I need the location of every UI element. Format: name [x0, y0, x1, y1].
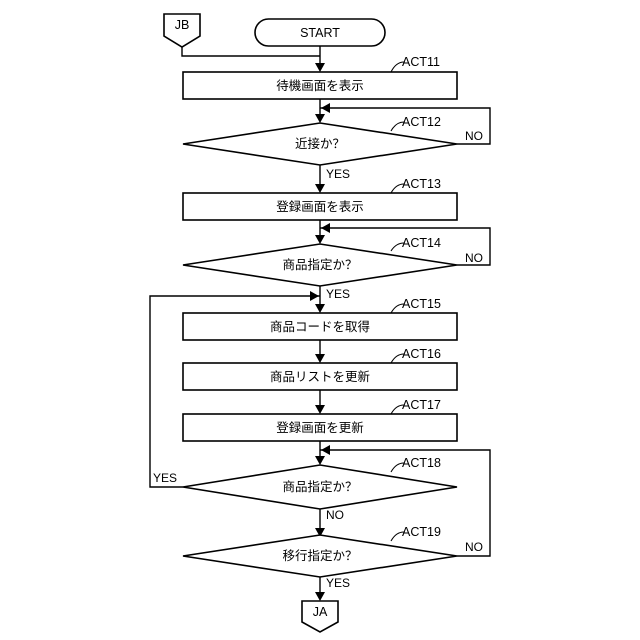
arrowhead — [315, 304, 325, 313]
arrowhead — [315, 63, 325, 72]
arrowhead — [321, 223, 330, 233]
process-act13-label: 登録画面を表示 — [276, 199, 364, 214]
act18-yes-label: YES — [153, 471, 177, 485]
arrowhead — [315, 184, 325, 193]
act19-yes-label: YES — [326, 576, 350, 590]
arrowhead — [315, 456, 325, 465]
act14-yes-label: YES — [326, 287, 350, 301]
act16-id: ACT16 — [402, 347, 441, 361]
act19-id: ACT19 — [402, 525, 441, 539]
act11-id: ACT11 — [402, 55, 440, 69]
act15-id: ACT15 — [402, 297, 441, 311]
process-act11-label: 待機画面を表示 — [276, 78, 364, 93]
arrowhead — [315, 235, 325, 244]
act12-no-label: NO — [465, 129, 483, 143]
decision-act18-label: 商品指定か？ — [282, 479, 357, 494]
act12-yes-label: YES — [326, 167, 350, 181]
arrowhead — [310, 291, 319, 301]
arrowhead — [315, 114, 325, 123]
process-act17-label: 登録画面を更新 — [276, 420, 364, 435]
decision-act12-label: 近接か？ — [295, 136, 345, 151]
act19-no-label: NO — [465, 540, 483, 554]
act18-no-label: NO — [326, 508, 344, 522]
flow-line-jb — [182, 47, 320, 56]
start-label: START — [300, 26, 340, 40]
act12-id: ACT12 — [402, 115, 441, 129]
act14-no-label: NO — [465, 251, 483, 265]
connector-jb-label: JB — [175, 18, 190, 32]
arrowhead — [321, 103, 330, 113]
process-act15-label: 商品コードを取得 — [270, 319, 370, 334]
act18-id: ACT18 — [402, 456, 441, 470]
decision-act19-label: 移行指定か？ — [282, 548, 357, 563]
arrowhead — [315, 405, 325, 414]
decision-act14-label: 商品指定か？ — [282, 257, 357, 272]
act13-id: ACT13 — [402, 177, 441, 191]
arrowhead — [315, 592, 325, 601]
connector-ja-label: JA — [313, 605, 328, 619]
arrowhead — [321, 445, 330, 455]
act17-id: ACT17 — [402, 398, 441, 412]
act14-id: ACT14 — [402, 236, 441, 250]
process-act16-label: 商品リストを更新 — [270, 369, 370, 384]
arrowhead — [315, 354, 325, 363]
